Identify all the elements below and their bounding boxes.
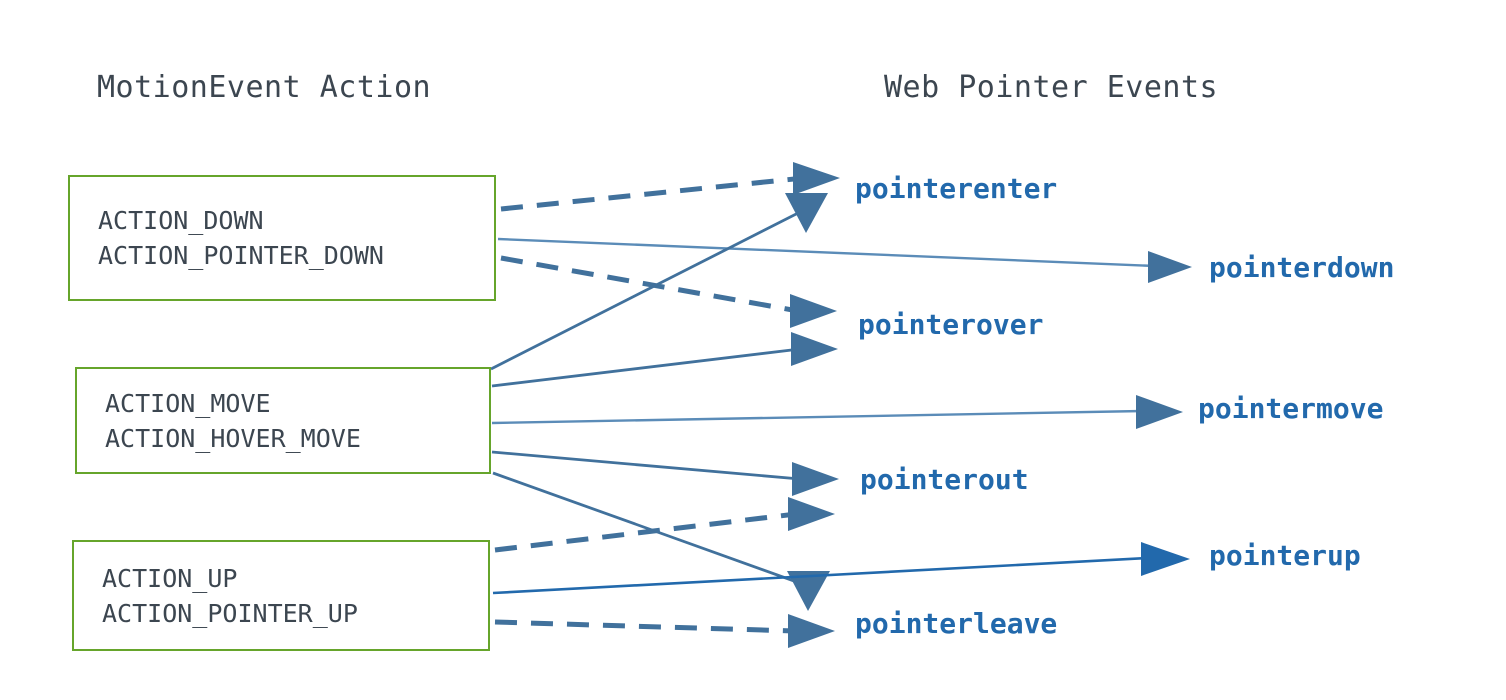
edge-down-to-pointerenter (500, 162, 840, 212)
edge-down-to-pointerdown (497, 237, 1192, 283)
edge-up-to-pointerout (494, 497, 835, 553)
action-up-line-2: ACTION_POINTER_UP (102, 598, 358, 628)
column-header-motionevent: MotionEvent Action (97, 70, 432, 105)
edge-down-to-pointerover (500, 255, 837, 328)
action-down-line-2: ACTION_POINTER_DOWN (98, 241, 384, 270)
pointerenter-label: pointerenter (855, 172, 1058, 205)
pointermove-label: pointermove (1198, 392, 1384, 425)
action-move-box[interactable]: ACTION_MOVE ACTION_HOVER_MOVE (75, 367, 491, 474)
edge-move-to-pointerenter (490, 193, 828, 371)
column-header-web-pointer-events: Web Pointer Events (884, 70, 1219, 105)
edge-move-to-pointerover (491, 332, 838, 388)
pointerover-label: pointerover (858, 308, 1044, 341)
action-move-line-2: ACTION_HOVER_MOVE (105, 423, 361, 453)
action-move-line-1: ACTION_MOVE (105, 388, 271, 418)
action-down-box[interactable]: ACTION_DOWN ACTION_POINTER_DOWN (68, 175, 496, 301)
pointerup-label: pointerup (1209, 539, 1361, 572)
pointerout-label: pointerout (860, 463, 1029, 496)
edge-move-to-pointerout (491, 450, 839, 496)
edge-up-to-pointerleave (494, 614, 835, 648)
edge-up-to-pointerup (492, 542, 1190, 595)
pointerdown-label: pointerdown (1209, 251, 1395, 284)
action-up-line-1: ACTION_UP (102, 563, 238, 593)
action-down-line-1: ACTION_DOWN (98, 206, 264, 235)
action-up-box[interactable]: ACTION_UP ACTION_POINTER_UP (72, 540, 490, 651)
edge-move-to-pointermove (491, 395, 1183, 429)
pointerleave-label: pointerleave (855, 607, 1058, 640)
